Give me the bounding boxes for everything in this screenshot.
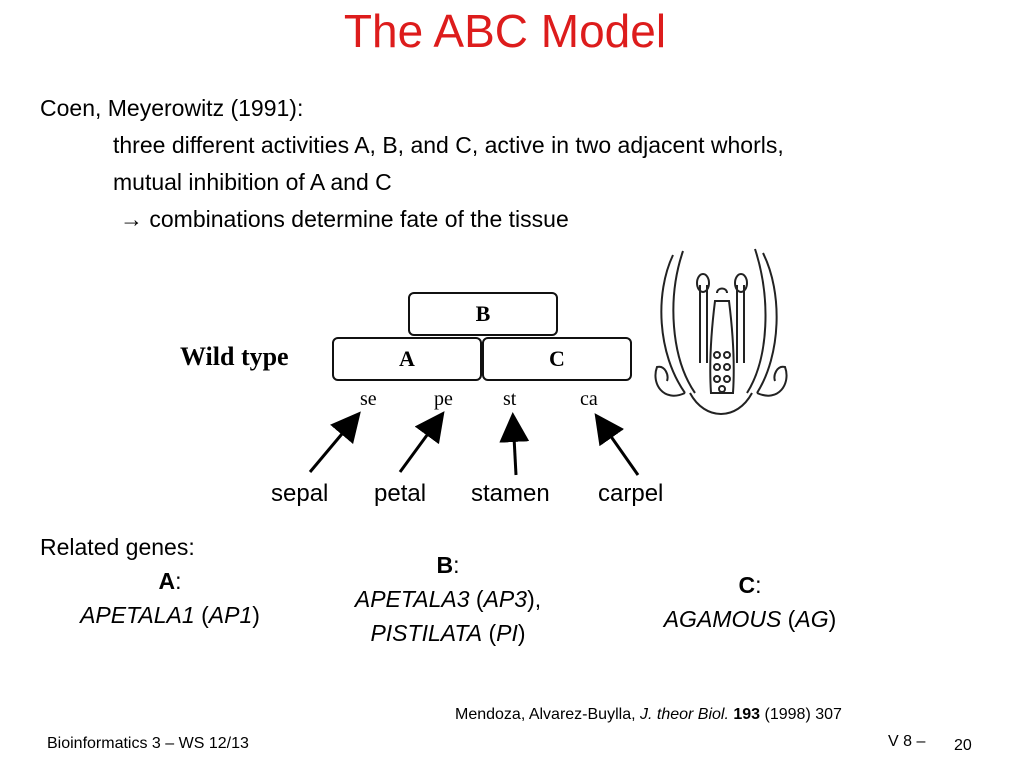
citation: Mendoza, Alvarez-Buylla, J. theor Biol. … — [455, 706, 842, 724]
gene-c: C: AGAMOUS (AG) — [663, 572, 837, 632]
gene-b-name1: APETALA3 — [354, 586, 470, 612]
gene-c-name: AGAMOUS — [663, 606, 782, 632]
slide-title: The ABC Model — [343, 5, 667, 57]
gene-b-name2: PISTILATA — [370, 620, 483, 646]
whorl-se: se — [360, 388, 377, 410]
wild-type-label: Wild type — [180, 342, 289, 371]
whorl-ca: ca — [580, 388, 598, 410]
organ-sepal: sepal — [271, 480, 329, 507]
gene-c-letter: C — [738, 572, 756, 598]
box-a: A — [332, 337, 482, 381]
footer-course: Bioinformatics 3 – WS 12/13 — [47, 735, 249, 752]
gene-a-name: APETALA1 — [80, 602, 195, 628]
organ-petal: petal — [374, 480, 427, 507]
intro-inhibition: mutual inhibition of A and C — [113, 169, 392, 195]
citation-authors: Mendoza, Alvarez-Buylla, — [455, 706, 640, 723]
gene-b-letter: B — [436, 552, 454, 578]
gene-a: A: APETALA1 (AP1) — [80, 568, 260, 628]
citation-journal: J. theor Biol. — [639, 706, 729, 723]
footer-page-number: 20 — [954, 737, 972, 754]
arrow-petal — [398, 411, 445, 473]
citation-volume: 193 — [733, 706, 761, 723]
whorl-pe: pe — [434, 388, 453, 410]
organ-carpel: carpel — [598, 480, 664, 507]
gene-b: B: APETALA3 (AP3), PISTILATA (PI) — [354, 552, 542, 646]
organ-stamen: stamen — [471, 480, 550, 507]
gene-b-abbr2: PI — [496, 620, 518, 646]
gene-c-abbr: AG — [795, 606, 829, 632]
arrow-carpel — [594, 413, 640, 476]
gene-b-abbr1: AP3 — [483, 586, 528, 612]
whorl-st: st — [503, 388, 517, 410]
arrow-stamen — [499, 412, 530, 476]
box-c: C — [482, 337, 632, 381]
flower-section-icon — [654, 248, 788, 415]
intro-activities: three different activities A, B, and C, … — [113, 132, 784, 158]
box-b: B — [408, 292, 558, 336]
arrow-sepal — [308, 411, 361, 473]
genes-heading: Related genes: — [40, 534, 195, 560]
citation-rest: (1998) 307 — [760, 706, 842, 723]
intro-reference: Coen, Meyerowitz (1991): — [40, 95, 304, 121]
gene-a-abbr: AP1 — [208, 602, 253, 628]
intro-conclusion: → combinations determine fate of the tis… — [120, 206, 569, 232]
footer-lecture: V 8 – — [888, 733, 926, 750]
gene-a-letter: A — [158, 568, 176, 594]
